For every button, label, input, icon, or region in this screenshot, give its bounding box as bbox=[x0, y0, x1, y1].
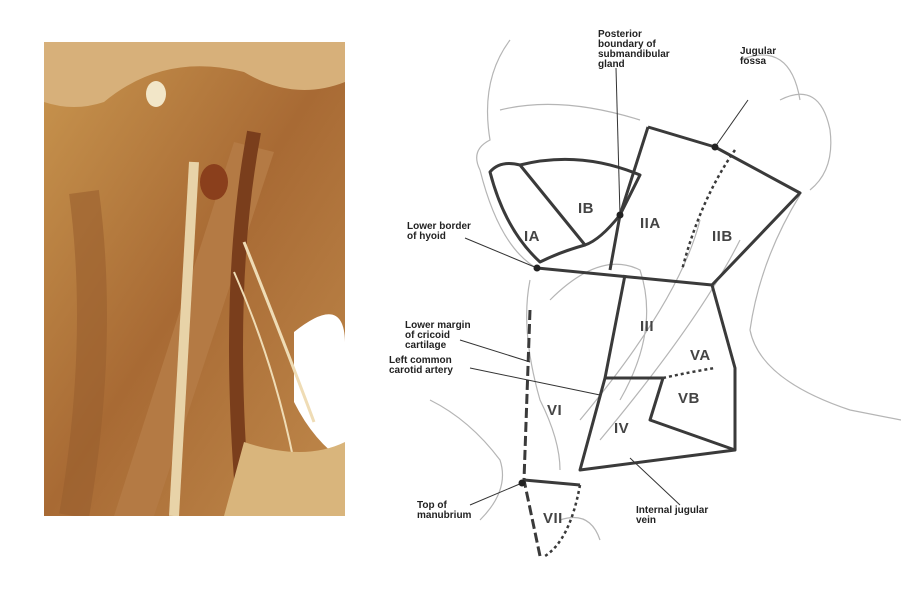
label-left-common-carotid: Left common carotid artery bbox=[389, 355, 453, 376]
label-jugular-fossa: Jugular fossa bbox=[740, 46, 777, 67]
level-IA: IA bbox=[524, 228, 540, 245]
level-IB: IB bbox=[578, 200, 594, 217]
level-IB-outline bbox=[519, 157, 642, 247]
level-III-IV-outline bbox=[578, 274, 737, 472]
level-IIB: IIB bbox=[712, 228, 733, 245]
level-IA-outline bbox=[488, 162, 587, 264]
label-internal-jugular-vein: Internal jugular vein bbox=[636, 505, 709, 526]
label-posterior-submandibular: Posterior boundary of submandibular glan… bbox=[598, 29, 670, 70]
level-VII: VII bbox=[543, 510, 563, 527]
level-VB: VB bbox=[678, 390, 700, 407]
level-VI: VI bbox=[547, 402, 563, 419]
level-IV: IV bbox=[614, 420, 630, 437]
level-VI-boundary bbox=[522, 309, 542, 557]
level-II-outline bbox=[536, 125, 802, 287]
label-top-manubrium: Top of manubrium bbox=[417, 500, 472, 521]
level-boundaries bbox=[488, 125, 802, 557]
label-lower-border-hyoid: Lower border of hyoid bbox=[407, 221, 471, 242]
level-VA: VA bbox=[690, 347, 711, 364]
dissection-photo bbox=[44, 42, 345, 516]
level-III: III bbox=[640, 318, 655, 335]
neck-outline-sketch bbox=[429, 39, 901, 541]
label-lower-margin-cricoid: Lower margin of cricoid cartilage bbox=[405, 320, 471, 351]
level-IIA: IIA bbox=[640, 215, 661, 232]
